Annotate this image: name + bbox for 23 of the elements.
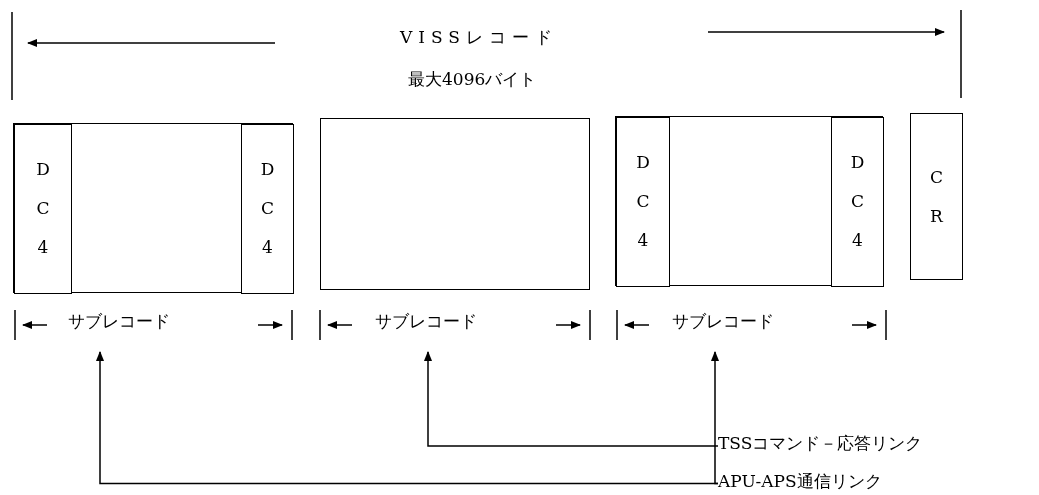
record-title: VISSレコード: [400, 26, 558, 49]
cell-label: DC4: [635, 151, 651, 253]
segment-label: サブレコード: [672, 310, 774, 333]
link-label: APU-APS通信リンク: [718, 470, 882, 493]
cell-label: DC4: [849, 151, 866, 253]
cell-label: DC4: [259, 158, 276, 260]
control-character-cell: [241, 124, 294, 294]
control-character-cell: [910, 113, 963, 280]
link-label: TSSコマンド－応答リンク: [718, 432, 923, 455]
control-character-cell: [14, 124, 72, 294]
connector-arrow: [710, 350, 720, 485]
record-segment-box: [320, 118, 590, 290]
segment-label: サブレコード: [375, 310, 477, 333]
record-size-label: 最大4096バイト: [408, 68, 537, 91]
cell-label: CR: [929, 165, 944, 228]
control-character-cell: [831, 117, 884, 287]
record-segment-box: [615, 116, 883, 286]
connector-arrow: [95, 350, 719, 485]
cell-label: DC4: [35, 158, 51, 260]
record-segment-box: [13, 123, 293, 293]
control-character-cell: [616, 117, 670, 287]
connector-arrow: [423, 350, 719, 447]
segment-label: サブレコード: [68, 310, 170, 333]
